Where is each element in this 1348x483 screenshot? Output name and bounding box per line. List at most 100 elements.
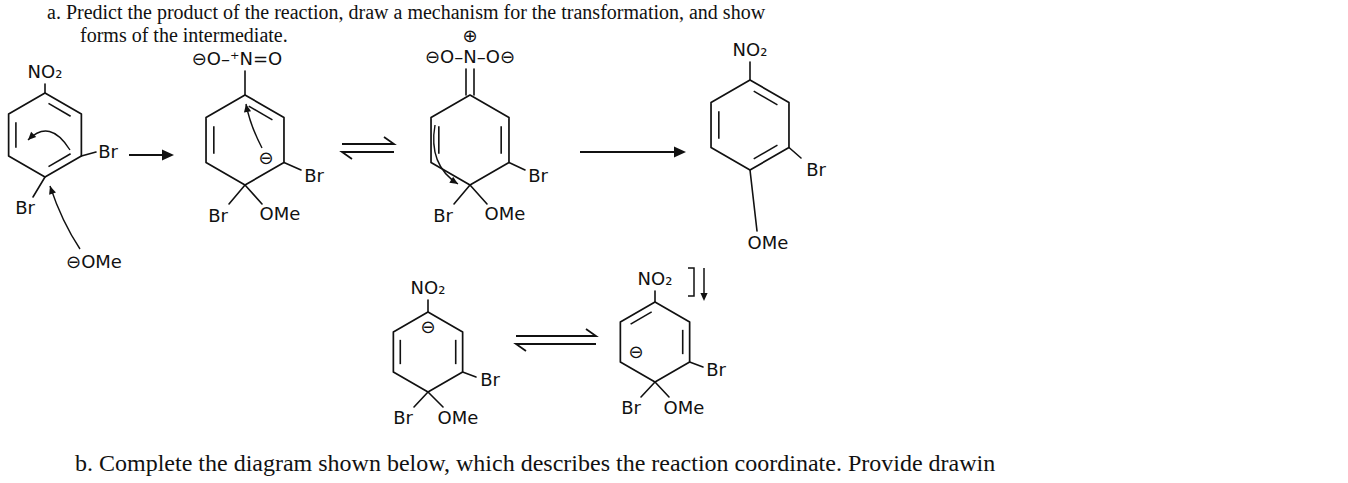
double-bond <box>48 103 70 116</box>
chemical-structure: NO₂ BrOMe <box>690 28 860 260</box>
single-bond <box>81 152 96 156</box>
double-bond <box>754 145 778 159</box>
structure-label: OMe <box>438 408 479 428</box>
benzene-ring <box>206 95 284 185</box>
structure-label: ⊖O–N–O⊖ <box>425 47 515 67</box>
double-bond <box>682 330 684 354</box>
arrowhead <box>49 186 56 195</box>
single-bond <box>33 177 45 197</box>
double-bond <box>438 126 440 153</box>
arrowhead <box>449 177 458 184</box>
bracket <box>688 268 694 296</box>
structure-label: NO₂ <box>411 278 446 298</box>
chemical-structure: NO₂⊖BrBrOMe <box>372 268 512 431</box>
reverse-half-arrow <box>342 152 394 159</box>
single-bond <box>750 170 757 231</box>
benzene-ring <box>711 80 789 170</box>
structure-label: Br <box>15 198 35 218</box>
chemical-structure: ⊖O–⁺N=O⊖BrBrOMe <box>178 42 338 242</box>
chemical-structure: NO₂BrBr <box>5 58 125 223</box>
structure-label: NO₂ <box>638 269 673 289</box>
question-text: a. Predict the product of the reaction, … <box>47 1 765 24</box>
reaction-arrow <box>129 150 174 161</box>
single-bond <box>414 392 428 407</box>
electron-arrow <box>50 186 80 249</box>
single-bond <box>655 382 669 397</box>
reverse-half-arrow <box>516 344 596 351</box>
question-text: b. Complete the diagram shown below, whi… <box>75 450 995 478</box>
structure-label: OMe <box>260 204 301 224</box>
structure-label: Br <box>528 166 548 186</box>
double-bond <box>15 122 17 148</box>
structure-label: NO₂ <box>733 40 768 60</box>
equilibrium-arrow <box>342 137 394 159</box>
single-bond <box>641 382 655 397</box>
down-arrow <box>703 268 705 294</box>
single-bond <box>229 185 245 204</box>
arrowhead <box>162 150 174 161</box>
structure-label: ⊖ <box>420 317 435 337</box>
structure-label: OMe <box>664 398 705 418</box>
structure-label: OMe <box>485 204 526 224</box>
structure-label: Br <box>806 160 826 180</box>
single-bond <box>789 148 801 159</box>
single-bond <box>463 372 476 377</box>
forward-half-arrow <box>342 137 394 144</box>
benzene-ring <box>393 312 462 392</box>
single-bond <box>454 185 470 204</box>
double-bond <box>455 340 457 364</box>
structure-label: NO₂ <box>28 62 63 82</box>
single-bond <box>284 163 301 171</box>
double-bond <box>213 126 215 153</box>
single-bond <box>245 185 262 204</box>
arrowhead <box>28 132 36 140</box>
double-bond <box>631 312 652 324</box>
double-bond <box>754 91 778 105</box>
single-bond <box>654 291 656 302</box>
structure-label: Br <box>480 370 500 390</box>
arrowhead <box>674 147 686 158</box>
benzene-ring <box>431 95 509 185</box>
arrow-shaft <box>580 151 683 153</box>
structure-label: Br <box>304 166 324 186</box>
reaction-arrow <box>580 147 686 158</box>
single-bond <box>244 71 246 95</box>
chemical-structure: NO₂Br⊖BrOMe <box>600 262 740 422</box>
structure-label: Br <box>706 360 726 380</box>
double-bond <box>718 111 720 138</box>
structure-label: OMe <box>748 233 789 253</box>
double-bond <box>249 106 273 120</box>
double-bond <box>500 126 502 153</box>
arrowhead <box>244 104 251 113</box>
single-bond <box>509 163 525 171</box>
structure-label: Br <box>393 408 413 428</box>
structure-label: Br <box>433 206 453 226</box>
equilibrium-arrow <box>516 329 596 351</box>
structure-label: ⊖ <box>258 148 273 168</box>
single-bond <box>427 300 429 312</box>
chemical-structure: ⊕⊖O–N–O⊖BrBrOMe <box>398 20 576 242</box>
single-bond <box>749 62 751 80</box>
structure-label: Br <box>208 206 228 226</box>
forward-half-arrow <box>516 329 596 336</box>
single-bond <box>470 185 487 204</box>
single-bond <box>44 84 46 93</box>
single-bond <box>428 392 443 407</box>
question-text: forms of the intermediate. <box>80 24 288 47</box>
benzene-ring <box>620 302 689 382</box>
structure-label: Br <box>98 142 118 162</box>
double-bond <box>48 154 70 167</box>
single-bond <box>465 69 467 95</box>
double-bond <box>399 340 401 364</box>
structure-label: ⊖O–⁺N=O <box>192 49 282 69</box>
electron-arrow <box>28 131 70 150</box>
structure-label: ⊖ <box>628 342 643 362</box>
benzene-ring <box>9 93 82 177</box>
nucleophile-label: ⊖OMe <box>66 252 122 272</box>
structure-label: ⊕ <box>462 26 477 46</box>
electron-arrow <box>434 125 458 184</box>
structure-label: Br <box>621 398 641 418</box>
single-bond <box>690 362 703 367</box>
single-bond <box>473 69 475 95</box>
arrowhead <box>700 293 707 301</box>
